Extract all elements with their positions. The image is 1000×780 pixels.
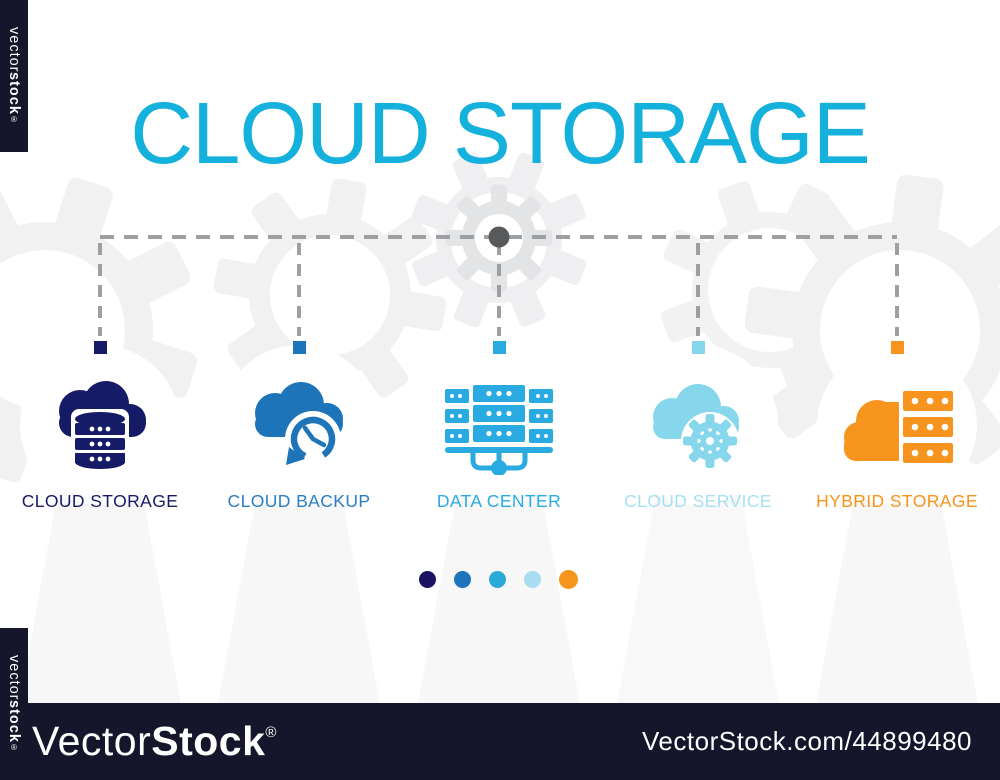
cloud-server-icon <box>837 375 957 475</box>
gear-hub-dot <box>488 226 510 248</box>
logo-text-prefix: Vector <box>32 718 152 764</box>
cloud-gear-icon <box>638 375 758 475</box>
pagination-dot-2 <box>454 570 471 588</box>
ribbon-text-prefix: vector <box>6 26 22 73</box>
cloud-backup-restore-icon <box>239 375 359 475</box>
connector-square-2 <box>292 341 306 354</box>
watermark-bar: VectorStock® VectorStock.com/44899480 <box>0 703 1000 780</box>
step-label-cloud-service: CLOUD SERVICE <box>624 491 772 511</box>
pagination-dot-3 <box>489 570 506 588</box>
step-label-cloud-backup: CLOUD BACKUP <box>227 491 371 511</box>
ribbon-registered-mark: ® <box>9 115 19 126</box>
connector-square-1 <box>93 341 107 354</box>
ribbon-text-suffix: stock <box>6 700 22 744</box>
ribbon-registered-mark: ® <box>9 743 19 754</box>
pagination-dots <box>419 569 578 589</box>
image-reference-url: VectorStock.com/44899480 <box>642 726 972 756</box>
cloud-database-icon <box>40 375 160 475</box>
server-rack-network-icon <box>439 375 559 475</box>
step-label-data-center: DATA CENTER <box>436 491 562 511</box>
connector-square-5 <box>890 341 904 354</box>
connector-square-4 <box>691 341 705 354</box>
logo-text-suffix: Stock <box>151 718 266 764</box>
connector-square-3 <box>492 341 506 354</box>
ribbon-text-suffix: stock <box>6 72 22 116</box>
step-label-hybrid-storage: HYBRID STORAGE <box>816 491 978 511</box>
pagination-dot-4 <box>524 570 541 588</box>
pagination-dot-1 <box>419 570 436 588</box>
infographic-title: CLOUD STORAGE <box>130 85 871 182</box>
logo-registered-mark: ® <box>265 724 277 741</box>
ribbon-text-prefix: vector <box>6 654 22 701</box>
step-label-cloud-storage: CLOUD STORAGE <box>21 491 179 511</box>
pagination-dot-5 <box>559 569 578 589</box>
vectorstock-logo: VectorStock® <box>32 718 277 765</box>
